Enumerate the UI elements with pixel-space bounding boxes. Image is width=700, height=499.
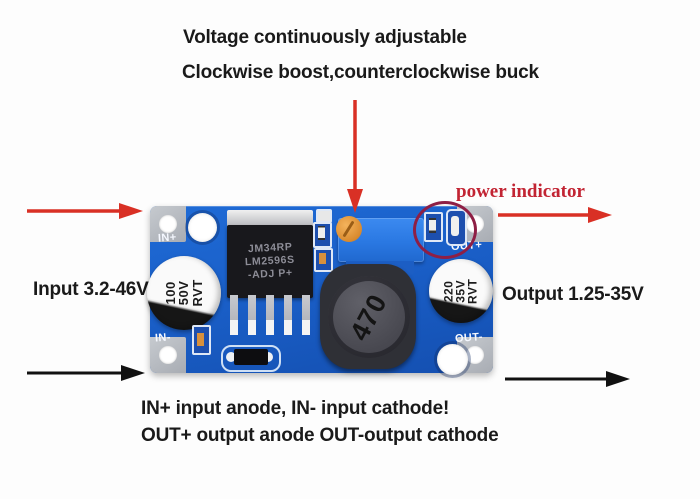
smd-component-bottom-left — [192, 325, 211, 355]
mounting-hole-top-left — [188, 213, 217, 242]
solder-pad-in-plus — [150, 206, 186, 242]
power-indicator-circle — [413, 201, 477, 259]
pad-hole — [159, 215, 177, 233]
annotation-in-pins: IN+ input anode, IN- input cathode! — [141, 398, 450, 419]
annotation-voltage-adjustable: Voltage continuously adjustable — [183, 27, 467, 48]
diode-pad — [226, 352, 236, 362]
adjust-pointer-arrow — [347, 100, 363, 213]
smd-diode — [314, 248, 333, 272]
input-positive-arrow — [27, 203, 143, 219]
solder-pad-in-minus — [150, 337, 186, 373]
inductor-core: 470 — [328, 276, 410, 358]
pad-hole — [159, 346, 177, 364]
annotation-out-pins: OUT+ output anode OUT-output cathode — [141, 425, 499, 446]
annotation-input-range: Input 3.2-46V — [33, 279, 149, 300]
smd-body — [318, 226, 325, 240]
annotation-clockwise-boost: Clockwise boost,counterclockwise buck — [182, 62, 539, 83]
mounting-hole-bottom-right — [437, 344, 468, 375]
output-negative-arrow — [505, 371, 630, 387]
annotation-power-indicator: power indicator — [456, 181, 585, 202]
input-negative-arrow — [27, 365, 145, 381]
diode-silkscreen-outline — [221, 345, 281, 372]
smd-resistor — [313, 222, 332, 248]
output-positive-arrow — [498, 207, 612, 223]
ic-leg — [248, 295, 256, 335]
ic-heatsink-tab — [227, 210, 313, 226]
potentiometer-screw — [336, 216, 362, 242]
ic-leg — [284, 295, 292, 335]
ic-leg — [266, 295, 274, 335]
smd-body — [319, 253, 326, 264]
diode-body — [234, 349, 268, 365]
annotation-output-range: Output 1.25-35V — [502, 284, 644, 305]
smd-body — [197, 333, 204, 346]
diode-pad — [263, 352, 273, 362]
ic-leg — [230, 295, 238, 335]
ic-leg — [302, 295, 310, 335]
pad-hole — [466, 346, 484, 364]
regulator-ic: JM34RP LM2596S -ADJ P+ — [227, 225, 313, 298]
